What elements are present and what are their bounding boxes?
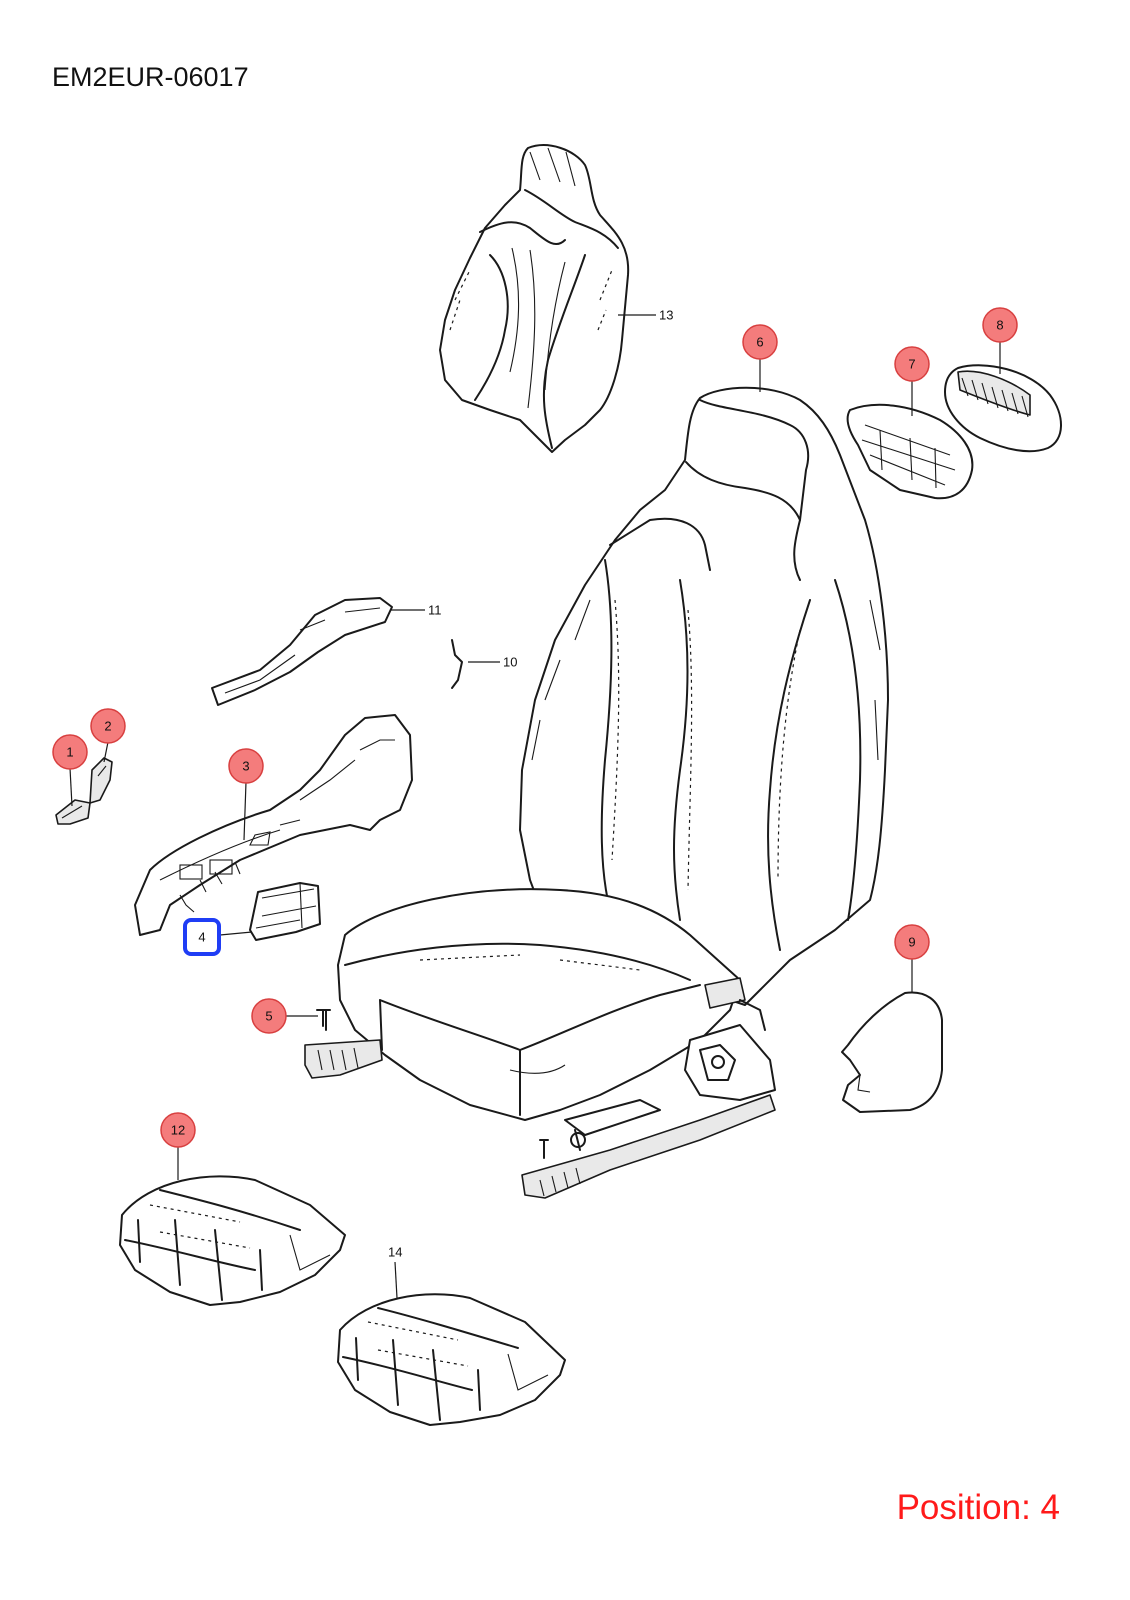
callout-8[interactable]: 8 — [982, 307, 1018, 343]
part-4-control-module — [249, 882, 321, 941]
part-6-seat-assembly — [519, 386, 889, 1006]
callout-9[interactable]: 9 — [894, 924, 930, 960]
callout-13-label: 13 — [659, 308, 673, 323]
callout-13[interactable]: 13 — [659, 308, 673, 323]
callout-6[interactable]: 6 — [742, 324, 778, 360]
callout-10[interactable]: 10 — [503, 655, 517, 670]
leader-lines — [69, 314, 1001, 1299]
callout-2-label: 2 — [104, 719, 111, 734]
callout-4-label: 4 — [198, 930, 205, 945]
callout-1-label: 1 — [66, 745, 73, 760]
part-9-outer-cover — [841, 991, 943, 1113]
part-5-screw — [316, 1009, 330, 1027]
part-7-airbag-cover — [846, 403, 974, 500]
callout-11-label: 11 — [428, 603, 442, 618]
callout-6-label: 6 — [756, 335, 763, 350]
callout-12[interactable]: 12 — [160, 1112, 196, 1148]
part-12-seat-cushion-pad — [119, 1175, 346, 1306]
callout-3-label: 3 — [242, 759, 249, 774]
callout-12-label: 12 — [171, 1123, 185, 1138]
callout-4-selected[interactable]: 4 — [183, 918, 221, 956]
seat-cushion-base — [337, 888, 741, 1121]
callout-2[interactable]: 2 — [90, 708, 126, 744]
part-1-clip — [55, 799, 91, 825]
position-readout: Position: 4 — [896, 1488, 1060, 1527]
part-2-clip — [89, 757, 113, 804]
callout-14[interactable]: 14 — [388, 1245, 402, 1260]
callout-1[interactable]: 1 — [52, 734, 88, 770]
seat-rails — [304, 977, 776, 1199]
callout-14-label: 14 — [388, 1245, 402, 1260]
callout-7[interactable]: 7 — [894, 346, 930, 382]
callout-3[interactable]: 3 — [228, 748, 264, 784]
part-11-upper-trim — [211, 597, 393, 706]
part-13-backrest-cover — [439, 144, 630, 453]
callout-10-label: 10 — [503, 655, 517, 670]
callout-9-label: 9 — [908, 935, 915, 950]
part-3-side-trim — [134, 714, 413, 936]
part-10-wire — [451, 639, 463, 689]
part-8-airbag-module — [944, 364, 1062, 453]
callout-8-label: 8 — [996, 318, 1003, 333]
callout-5[interactable]: 5 — [251, 998, 287, 1034]
callout-11[interactable]: 11 — [428, 603, 442, 618]
part-14-seat-cushion-pad — [337, 1293, 566, 1426]
diagram-code: EM2EUR-06017 — [52, 62, 249, 92]
callout-7-label: 7 — [908, 357, 915, 372]
callout-5-label: 5 — [265, 1009, 272, 1024]
